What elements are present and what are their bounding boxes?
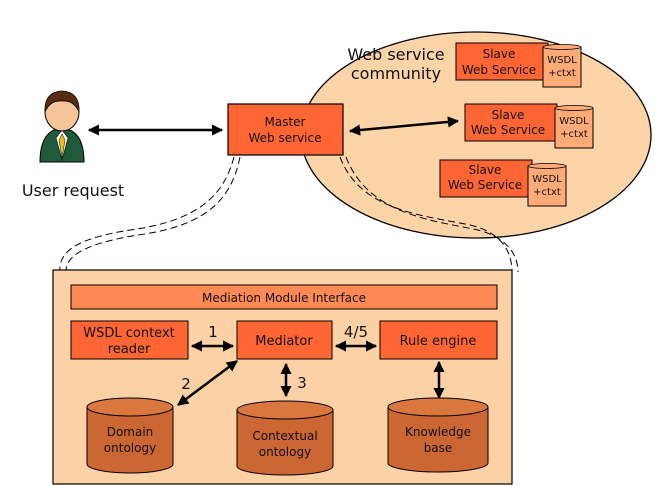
wsdl-doc-3: WSDL +ctxt [527, 163, 567, 207]
edge-label-3: 3 [297, 374, 307, 392]
mediator: Mediator [236, 320, 333, 360]
knowledge-line2: base [424, 441, 453, 455]
interface-label: Mediation Module Interface [202, 291, 366, 305]
slave-1-line1: Slave [483, 47, 516, 61]
slave-web-service-3: Slave Web Service [439, 159, 533, 198]
edge-label-1: 1 [208, 323, 218, 341]
edge-label-4-5: 4/5 [344, 323, 368, 341]
knowledge-line1: Knowledge [405, 425, 471, 439]
master-community-arrow [348, 116, 460, 136]
slave-3-line2: Web Service [448, 178, 522, 192]
community-label-line2: community [351, 64, 441, 83]
domain-line1: Domain [107, 425, 154, 439]
user-icon [39, 90, 85, 163]
zoom-line-left [59, 156, 235, 273]
contextual-ontology-cylinder: Contextual ontology [236, 400, 334, 476]
knowledge-base-cylinder: Knowledge base [387, 397, 489, 473]
slave-1-line2: Web Service [462, 63, 536, 77]
wsdl-doc-2: WSDL +ctxt [554, 105, 594, 149]
contextual-line1: Contextual [252, 429, 317, 443]
user-request-label: User request [22, 181, 124, 200]
master-web-service: Master Web service [227, 103, 344, 156]
master-line1: Master [265, 115, 306, 129]
rule-engine-label: Rule engine [400, 334, 477, 349]
master-line2: Web service [249, 131, 322, 145]
rule-engine: Rule engine [379, 320, 498, 360]
edge-label-2: 2 [181, 375, 191, 393]
mediator-domain-arrow [177, 359, 238, 407]
community-label-line1: Web service [347, 45, 444, 64]
mediation-module-interface: Mediation Module Interface [70, 284, 498, 310]
contextual-line2: ontology [259, 445, 311, 459]
wsdl-doc-1: WSDL +ctxt [542, 44, 582, 88]
wsdl-doc-2-line2: +ctxt [560, 129, 588, 140]
mediator-label: Mediator [255, 334, 313, 349]
domain-ontology-cylinder: Domain ontology [86, 397, 174, 474]
wsdl-doc-1-line1: WSDL [547, 55, 577, 66]
slave-2-line2: Web Service [471, 123, 545, 137]
wsdl-doc-3-line2: +ctxt [533, 187, 561, 198]
zoom-line-left-inner [65, 156, 241, 273]
zoom-line-right-inner [345, 156, 519, 273]
slave-web-service-1: Slave Web Service [455, 42, 549, 81]
domain-line2: ontology [104, 441, 156, 455]
reader-line2: reader [108, 342, 151, 357]
zoom-line-right [339, 156, 513, 273]
slave-web-service-2: Slave Web Service [464, 103, 558, 142]
slave-3-line1: Slave [469, 163, 502, 177]
wsdl-doc-3-line1: WSDL [532, 174, 562, 185]
slave-2-line1: Slave [492, 108, 525, 122]
reader-line1: WSDL context [83, 326, 175, 341]
wsdl-doc-2-line1: WSDL [559, 116, 589, 127]
wsdl-context-reader: WSDL context reader [70, 320, 189, 360]
wsdl-doc-1-line2: +ctxt [548, 68, 576, 79]
